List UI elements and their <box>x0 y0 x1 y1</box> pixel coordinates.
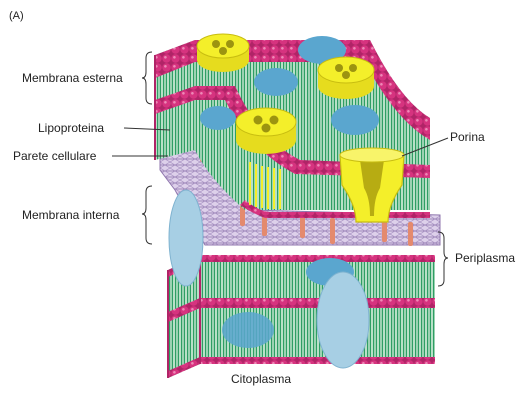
outer-membrane-bracket <box>142 52 152 104</box>
porin-label: Porina <box>450 130 485 144</box>
transmembrane-protein-icon <box>169 190 203 286</box>
protein-blob-icon <box>222 312 274 348</box>
lipoprotein-label: Lipoproteina <box>38 121 104 135</box>
periplasm-label: Periplasma <box>455 251 515 265</box>
cell-wall-label: Parete cellulare <box>13 149 96 163</box>
porin-trimer-icon <box>236 108 296 154</box>
outer-membrane-label: Membrana esterna <box>22 71 123 85</box>
porin-channel-icon <box>340 148 404 222</box>
inner-membrane-label: Membrana interna <box>22 208 119 222</box>
porin-trimer-icon <box>318 57 374 99</box>
inner-membrane-bracket <box>142 186 152 244</box>
cytoplasm-label: Citoplasma <box>231 372 291 386</box>
porin-trimer-icon <box>197 34 249 72</box>
panel-letter: (A) <box>9 10 24 22</box>
inner-membrane-block <box>168 255 435 378</box>
transmembrane-protein-icon <box>317 272 369 368</box>
